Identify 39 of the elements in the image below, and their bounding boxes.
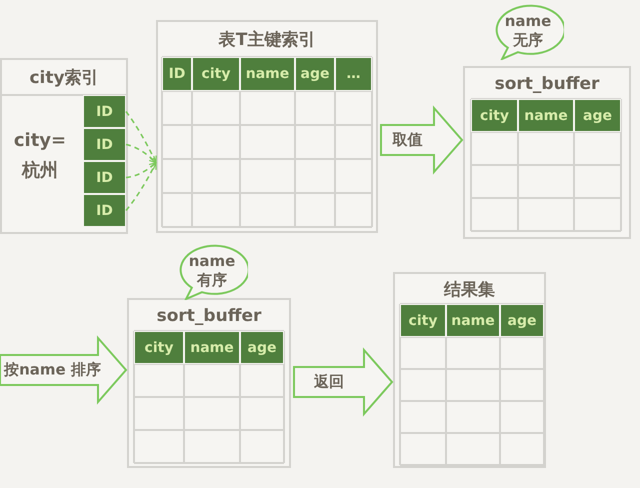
dashed-arrow (126, 162, 157, 178)
table-header-cell: city (134, 331, 184, 364)
dashed-arrow (125, 111, 157, 164)
table-header-cell: ID (162, 57, 192, 91)
table-header-cell: name (240, 57, 295, 91)
block-arrow (380, 105, 464, 175)
edge-label: 返回 (314, 372, 344, 392)
block-arrow (293, 347, 394, 417)
table-panel (127, 298, 291, 468)
panel-title: city索引 (28, 67, 100, 90)
id-cell: ID (83, 194, 126, 227)
table-header-cell: age (295, 57, 335, 91)
table-header-cell: city (400, 304, 446, 337)
panel-title: sort_buffer (494, 73, 600, 96)
dashed-arrow (126, 144, 157, 164)
table-header-cell: city (192, 57, 240, 91)
table-header-cell: name (518, 99, 574, 132)
table-header-cell: age (240, 331, 284, 364)
table-header-cell: name (184, 331, 240, 364)
table-header-cell: … (335, 57, 372, 91)
panel-title: sort_buffer (156, 305, 262, 328)
table-header-cell: age (574, 99, 621, 132)
table-panel (156, 20, 378, 233)
table-header-cell: name (446, 304, 500, 337)
panel-title: 结果集 (442, 279, 496, 302)
edge-label: 取值 (392, 130, 422, 150)
dashed-arrow (125, 162, 157, 211)
id-cell: ID (83, 161, 126, 194)
panel-title: 表T主键索引 (218, 29, 316, 52)
table-header-cell: city (471, 99, 518, 132)
table-panel (393, 272, 546, 468)
table-panel (0, 58, 128, 234)
index-condition-text: city= 杭州 (12, 129, 68, 183)
id-cell: ID (83, 95, 126, 128)
block-arrow (0, 335, 128, 405)
id-cell: ID (83, 128, 126, 161)
edge-label: 按name 排序 (4, 360, 101, 380)
table-header-cell: age (500, 304, 544, 337)
table-panel (463, 66, 631, 239)
